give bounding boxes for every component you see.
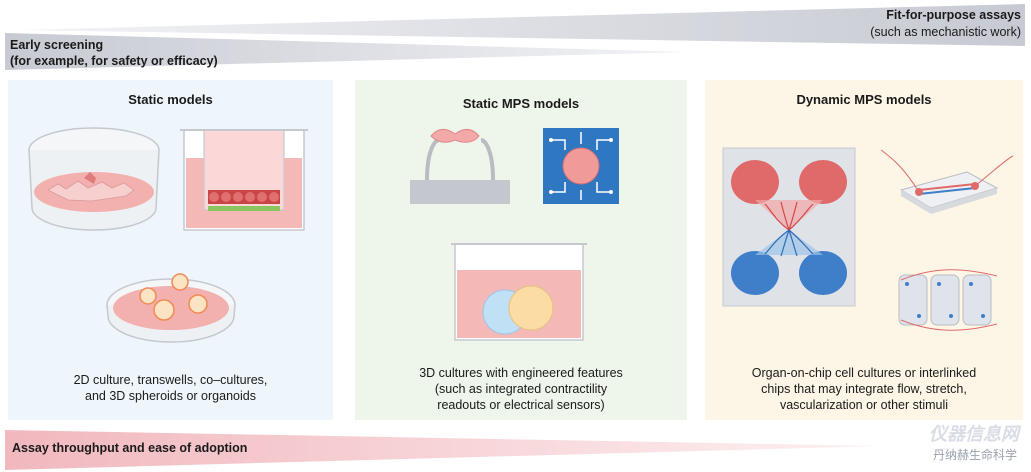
transwell-icon bbox=[180, 129, 308, 231]
caption-line: 3D cultures with engineered features bbox=[419, 366, 623, 380]
static-mps-panel: Static MPS models 3D cultures wi bbox=[355, 80, 687, 420]
static-models-illustration bbox=[28, 127, 308, 343]
caption-line: 2D culture, transwells, co–cultures, bbox=[73, 373, 268, 387]
watermark-logo: 仪器信息网 bbox=[929, 424, 1019, 444]
dynamic-mps-illustration bbox=[722, 147, 1014, 331]
fit-for-purpose-title: Fit-for-purpose assays bbox=[886, 8, 1021, 22]
organ-chip-icon bbox=[722, 147, 856, 307]
petri-dish-icon bbox=[28, 127, 160, 231]
early-screening-title: Early screening bbox=[10, 38, 104, 52]
caption-line: vascularization or other stimuli bbox=[779, 398, 949, 412]
caption-line: chips that may integrate flow, stretch, bbox=[761, 382, 967, 396]
suspended-tissue-icon bbox=[410, 129, 510, 204]
panel-caption: 3D cultures with engineered features (su… bbox=[355, 365, 687, 413]
fit-for-purpose-arrow bbox=[20, 4, 1025, 46]
early-screening-arrow bbox=[5, 33, 690, 70]
early-screening-subtitle: (for example, for safety or efficacy) bbox=[10, 54, 218, 68]
caption-line: readouts or electrical sensors) bbox=[437, 398, 605, 412]
panel-title: Static MPS models bbox=[462, 96, 580, 111]
watermark-source: 丹纳赫生命科学 bbox=[932, 448, 1017, 462]
static-mps-illustration bbox=[410, 128, 619, 341]
static-models-panel: Static models bbox=[8, 80, 333, 420]
throughput-arrow bbox=[5, 430, 880, 470]
panel-title: Static models bbox=[128, 92, 213, 107]
spheroid-dish-icon bbox=[106, 273, 236, 343]
organoid-well-icon bbox=[451, 243, 587, 341]
microfluidic-chip-icon bbox=[880, 149, 1014, 214]
throughput-label: Assay throughput and ease of adoption bbox=[12, 441, 248, 455]
linked-chips-icon bbox=[898, 269, 998, 331]
caption-line: and 3D spheroids or organoids bbox=[85, 389, 256, 403]
caption-line: Organ-on-chip cell cultures or interlink… bbox=[751, 366, 977, 380]
fit-for-purpose-subtitle: (such as mechanistic work) bbox=[870, 25, 1021, 39]
circuit-chip-icon bbox=[543, 128, 619, 204]
panel-caption: Organ-on-chip cell cultures or interlink… bbox=[705, 365, 1023, 413]
panel-title: Dynamic MPS models bbox=[796, 92, 932, 107]
panel-caption: 2D culture, transwells, co–cultures, and… bbox=[8, 372, 333, 404]
caption-line: (such as integrated contractility bbox=[434, 382, 608, 396]
dynamic-mps-panel: Dynamic MPS models bbox=[705, 80, 1023, 420]
